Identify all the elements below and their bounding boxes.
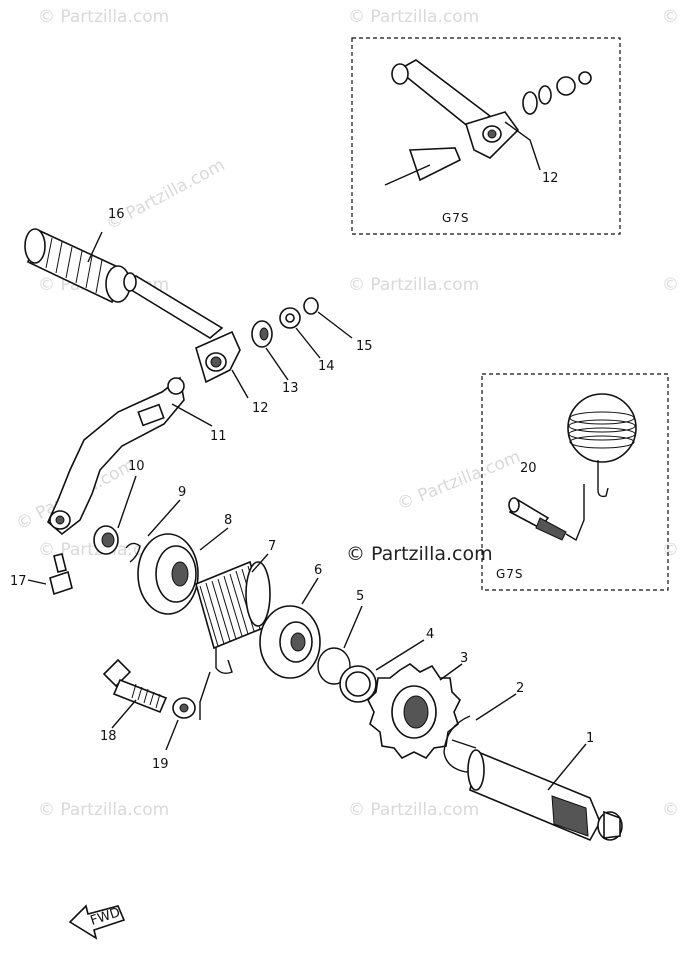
callout-7: 7 — [268, 539, 276, 554]
part-16-grip: 16 — [24, 207, 131, 304]
callout-4: 4 — [426, 627, 434, 642]
watermark: © Partzilla.com — [662, 7, 680, 27]
callout-6: 6 — [314, 563, 322, 578]
inset-box-kick-crank: 12 G7S — [351, 37, 621, 235]
center-watermark: © Partzilla.com — [346, 543, 493, 565]
watermark: © Partzilla.com — [348, 800, 479, 820]
watermark: © Partzilla.com — [103, 155, 228, 234]
inset-label: G7S — [442, 211, 470, 225]
watermark: © Partzilla.com — [38, 800, 169, 820]
callout-10: 10 — [128, 459, 145, 474]
parts-13-14-15: 13 14 15 — [251, 297, 373, 396]
callout-19: 19 — [152, 757, 169, 772]
callout-17: 17 — [10, 574, 27, 589]
callout-1: 1 — [586, 731, 594, 746]
part-8-plate: 8 — [137, 513, 232, 615]
fwd-arrow-icon: FWD — [68, 904, 126, 940]
watermark: © Partzilla.com — [662, 275, 680, 295]
callout-5: 5 — [356, 589, 364, 604]
part-1-axle: 1 — [467, 731, 623, 842]
inset-label: G7S — [496, 567, 524, 581]
callout-13: 13 — [282, 381, 299, 396]
callout-8: 8 — [224, 513, 232, 528]
callout-12: 12 — [542, 171, 559, 186]
callout-16: 16 — [108, 207, 125, 222]
callout-14: 14 — [318, 359, 335, 374]
part-3-gear: 3 — [367, 651, 468, 760]
callout-3: 3 — [460, 651, 468, 666]
parts-18-19: 18 19 — [100, 658, 211, 772]
parts-9-10: 10 9 — [93, 459, 186, 563]
inset-box-spring: 20 G7S — [481, 373, 669, 591]
parts-4-5: 5 4 — [317, 589, 434, 703]
callout-11: 11 — [210, 429, 227, 444]
watermark: © Partzilla.com — [662, 800, 680, 820]
watermark: © Partzilla.com — [348, 7, 479, 27]
watermark: © Partzilla.com — [662, 540, 680, 560]
part-2-clip: 2 — [443, 681, 524, 773]
part-12-kick-arm: 12 — [123, 272, 269, 416]
part-6-cover: 6 — [259, 563, 322, 679]
callout-9: 9 — [178, 485, 186, 500]
watermark: © Partzilla.com — [394, 447, 523, 515]
callout-15: 15 — [356, 339, 373, 354]
watermark: © Partzilla.com — [348, 275, 479, 295]
watermark: © Partzilla.com — [38, 7, 169, 27]
callout-18: 18 — [100, 729, 117, 744]
callout-20: 20 — [520, 461, 537, 476]
part-7-spring: 7 — [195, 539, 276, 675]
part-17-bolt: 17 — [10, 553, 73, 596]
part-11-kick-lever: 11 — [47, 376, 227, 536]
callout-12: 12 — [252, 401, 269, 416]
callout-2: 2 — [516, 681, 524, 696]
